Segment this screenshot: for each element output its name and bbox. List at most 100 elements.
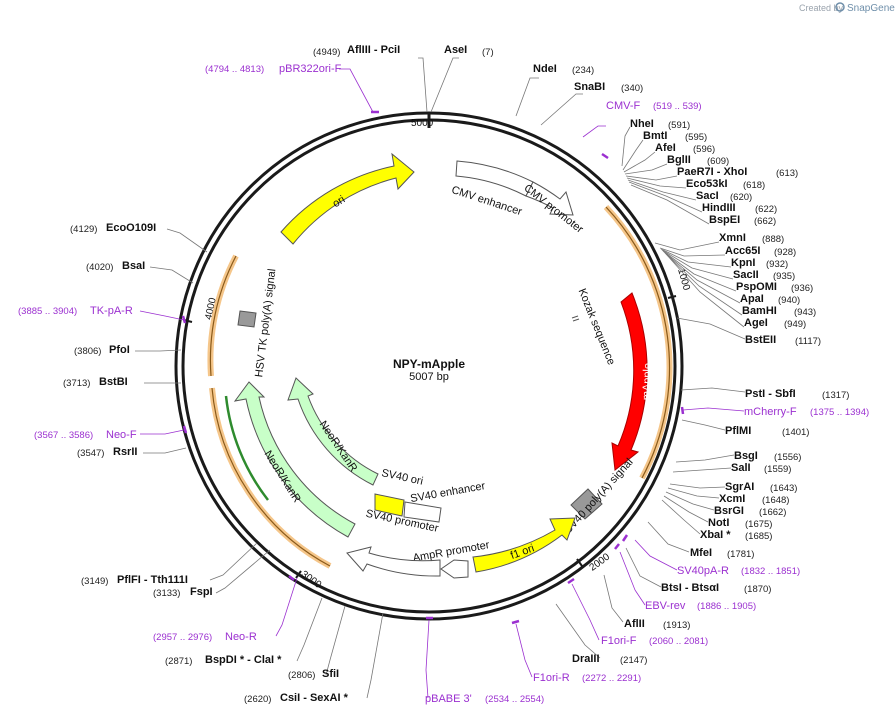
credit-prefix: Created by — [799, 3, 844, 13]
site-sfii-name: SfiI — [322, 668, 339, 680]
site-draiii-pos: (2147) — [620, 655, 647, 666]
feature-neor-kanr-inner-label: NeoR/KanR — [317, 419, 360, 474]
feature-ampr-promoter — [440, 559, 469, 579]
orf-left-line — [209, 255, 237, 377]
plasmid-size: 5007 bp — [409, 371, 449, 383]
primer-neof-name: Neo-F — [106, 429, 137, 441]
feature-kozak-2 — [572, 318, 580, 322]
primer-mark-ebv — [614, 543, 620, 550]
tick-2000: 2000 — [588, 551, 613, 573]
site-aflii-pos: (1913) — [663, 620, 690, 631]
site-pfoi-pos: (3806) — [74, 346, 101, 357]
site-rsrii-pos: (3547) — [77, 448, 104, 459]
feature-f1-ori-label: f1 ori — [509, 542, 536, 562]
site-bglii-name: BglII — [667, 154, 691, 166]
site-snabi-pos: (340) — [621, 83, 643, 94]
primer-f1orif-pos: (2060 .. 2081) — [649, 636, 708, 647]
site-pflmi-pos: (1401) — [782, 427, 809, 438]
site-btsi-name: BtsI - BtsαI — [661, 582, 719, 594]
feature-sv40-ori — [374, 493, 405, 517]
site-hindiii-name: HindIII — [702, 202, 736, 214]
leader-lines — [135, 57, 746, 699]
feature-mapple-label: mApple — [641, 363, 654, 401]
plasmid-name: NPY-mApple — [393, 357, 465, 371]
site-bsrgi-name: BsrGI — [714, 505, 744, 517]
primer-mark-f1orif — [567, 577, 575, 585]
primer-mark-cmvf — [601, 152, 609, 160]
feature-sv40-promoter — [346, 546, 441, 577]
site-xbai-pos: (1685) — [745, 531, 772, 542]
site-eco53ki-name: Eco53kI — [686, 178, 728, 190]
primer-mark-neor — [288, 575, 295, 581]
site-apai-name: ApaI — [740, 293, 764, 305]
primer-f1orir-pos: (2272 .. 2291) — [582, 673, 641, 684]
site-ndei-pos: (234) — [572, 65, 594, 76]
site-eco0109i-name: EcoO109I — [106, 222, 156, 234]
site-fspi-name: FspI — [190, 586, 213, 598]
primer-mark-tkpar — [181, 315, 187, 324]
site-asei-name: AseI — [444, 44, 467, 56]
primer-f1orir-name: F1ori-R — [533, 672, 570, 684]
site-nhei-name: NheI — [630, 118, 654, 130]
site-xcmi-pos: (1648) — [762, 495, 789, 506]
site-kpni-name: KpnI — [731, 257, 755, 269]
site-sacii-name: SacII — [733, 269, 759, 281]
site-mfei-pos: (1781) — [727, 549, 754, 560]
feature-cmv-promoter-label: CMV promoter — [522, 182, 586, 236]
feature-hsv-tk-polya — [237, 310, 257, 328]
site-bstbi-pos: (3713) — [63, 378, 90, 389]
site-bsgi-name: BsgI — [734, 450, 758, 462]
primer-neor-pos: (2957 .. 2976) — [153, 632, 212, 643]
primer-cmvf-pos: (519 .. 539) — [653, 101, 702, 112]
site-nhei-pos: (591) — [668, 120, 690, 131]
site-sali-pos: (1559) — [764, 464, 791, 475]
site-xbai-name: XbaI * — [700, 529, 731, 541]
site-kpni-pos: (932) — [766, 259, 788, 270]
site-acc65i-name: Acc65I — [725, 245, 760, 257]
site-afei-pos: (596) — [693, 144, 715, 155]
snapgene-logo-icon — [835, 2, 845, 12]
site-bsai-pos: (4020) — [86, 262, 113, 273]
site-pfoi-name: PfoI — [109, 344, 130, 356]
site-bspei-pos: (662) — [754, 216, 776, 227]
orf-neor-inner — [224, 395, 269, 501]
site-bspdi-pos: (2871) — [165, 656, 192, 667]
site-csii-pos: (2620) — [244, 694, 271, 705]
site-pflmi-name: PflMI — [725, 425, 751, 437]
site-xmni-pos: (888) — [762, 234, 784, 245]
site-xmni-name: XmnI — [719, 232, 746, 244]
site-bsteii-pos: (1117) — [795, 336, 821, 347]
site-sacii-pos: (935) — [773, 271, 795, 282]
site-fspi-pos: (3133) — [153, 588, 180, 599]
site-hindiii-pos: (622) — [755, 204, 777, 215]
primer-mark-mcherry — [680, 406, 685, 415]
site-bamhi-pos: (943) — [794, 307, 816, 318]
site-bsteii-name: BstEII — [745, 334, 776, 346]
primer-mark-neof — [182, 425, 188, 434]
site-bsgi-pos: (1556) — [774, 452, 801, 463]
primer-mark-f1orir — [511, 619, 520, 625]
primer-pbr322-pos: (4794 .. 4813) — [205, 64, 264, 75]
primer-neor-name: Neo-R — [225, 631, 257, 643]
orf-neor-line — [211, 387, 331, 567]
feature-kozak-label: Kozak sequence — [576, 287, 618, 367]
feature-neor-kanr-outer — [233, 381, 356, 538]
site-asei-pos: (7) — [482, 47, 494, 58]
primer-pbabe-name: pBABE 3' — [425, 693, 472, 705]
primer-ebv-pos: (1886 .. 1905) — [697, 601, 756, 612]
site-eco53ki-pos: (618) — [743, 180, 765, 191]
primer-mcherry-name: mCherry-F — [744, 406, 797, 418]
feature-hsv-tk-label: HSV TK poly(A) signal — [253, 268, 278, 378]
site-bspei-name: BspEI — [709, 214, 740, 226]
primer-sv40par-pos: (1832 .. 1851) — [741, 566, 800, 577]
site-bmti-name: BmtI — [643, 130, 667, 142]
feature-sv40-ori-label: SV40 ori — [380, 467, 424, 488]
credit-brand: SnapGene — [847, 3, 895, 14]
site-bstbi-name: BstBI — [99, 376, 128, 388]
feature-ori-label: ori — [331, 194, 348, 211]
primer-mcherry-pos: (1375 .. 1394) — [810, 407, 869, 418]
site-bsrgi-pos: (1662) — [759, 507, 786, 518]
primer-sv40par-name: SV40pA-R — [677, 565, 729, 577]
site-mfei-name: MfeI — [690, 547, 712, 559]
